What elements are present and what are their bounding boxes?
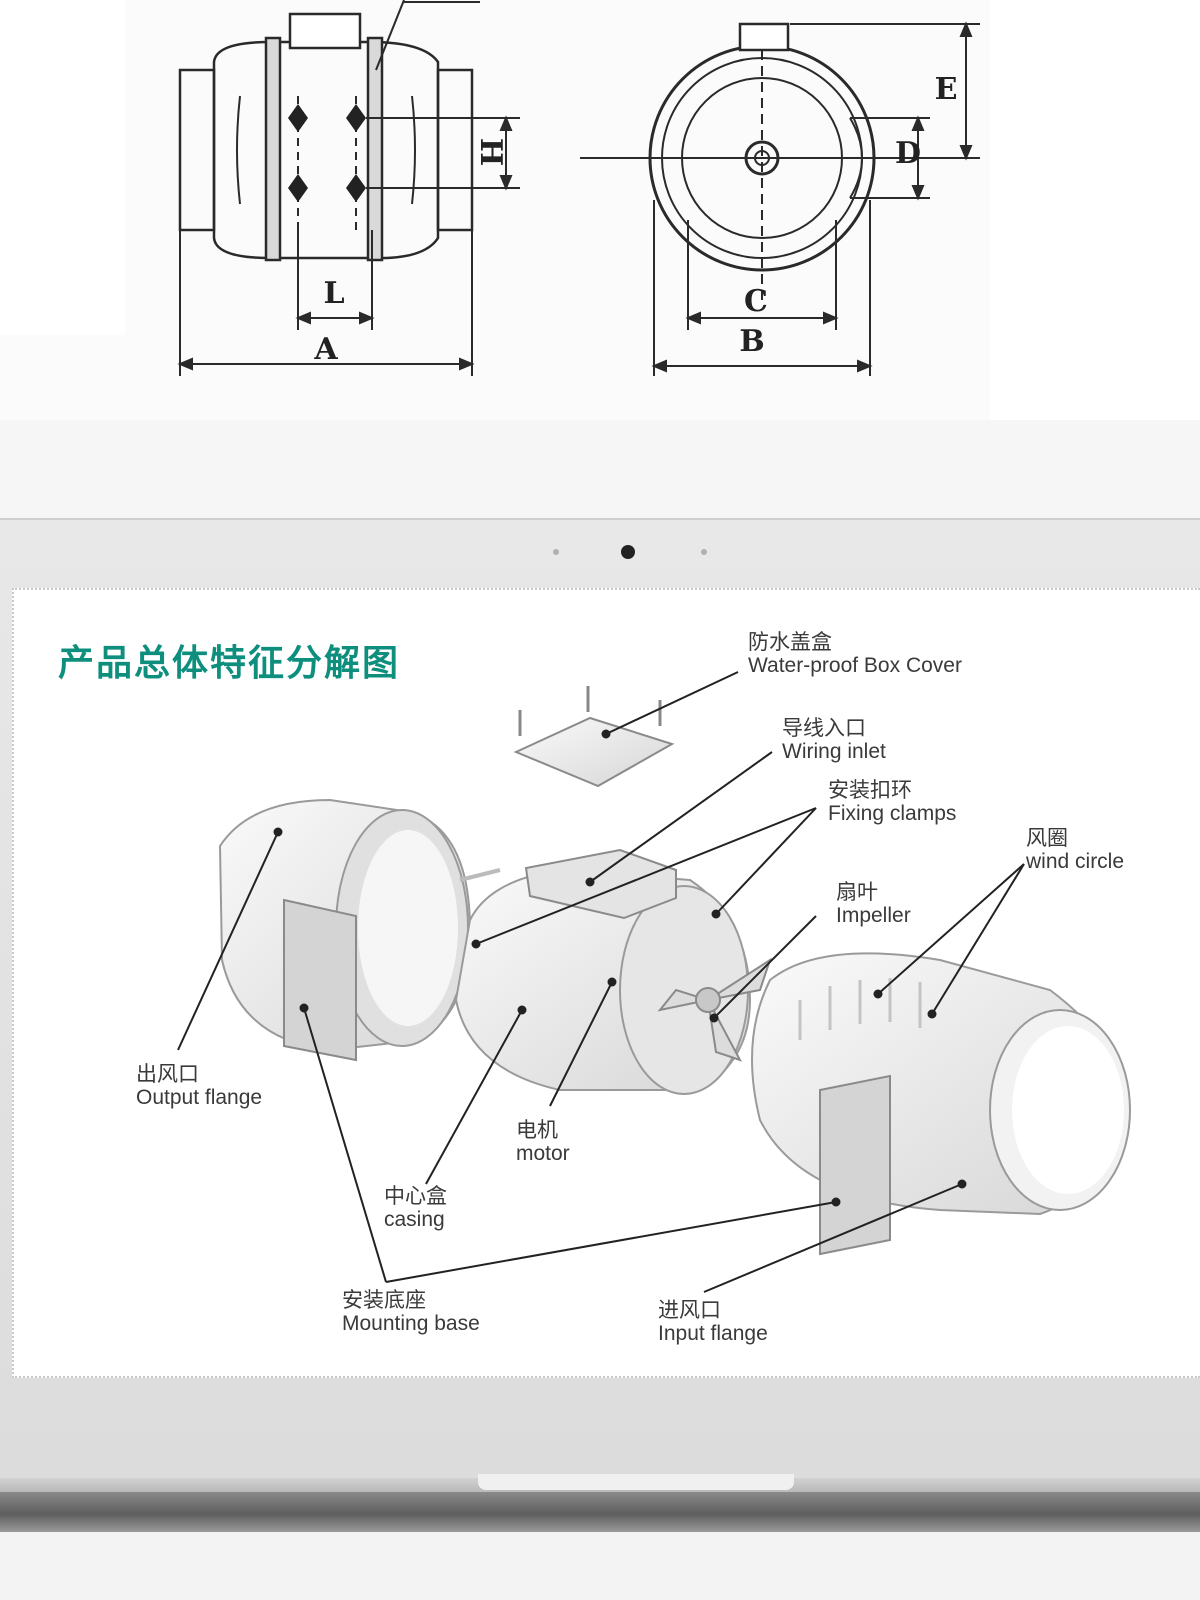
callout-wind-circle-en: wind circle <box>1026 850 1125 874</box>
callout-wind-circle: 风圈 wind circle <box>1026 826 1124 874</box>
callout-input-flange-en: Input flange <box>658 1322 768 1346</box>
dimension-label-l: L <box>323 276 345 311</box>
callout-mounting-base-zh: 安装底座 <box>342 1288 426 1312</box>
exploded-view-title: 产品总体特征分解图 <box>58 643 401 684</box>
callout-motor-en: motor <box>516 1142 570 1166</box>
callout-casing-zh: 中心盒 <box>384 1184 447 1208</box>
webcam-icon <box>621 545 635 559</box>
input-section-part <box>751 952 1131 1256</box>
callout-wind-circle-zh: 风圈 <box>1026 826 1068 850</box>
callout-impeller-en: Impeller <box>836 904 911 928</box>
callout-wiring-inlet-zh: 导线入口 <box>782 716 866 740</box>
laptop-notch <box>478 1474 794 1490</box>
callout-fixing-clamps: 安装扣环 Fixing clamps <box>828 778 956 826</box>
callout-output-flange: 出风口 Output flange <box>136 1062 262 1110</box>
callout-wiring-inlet: 导线入口 Wiring inlet <box>782 716 886 764</box>
callout-input-flange: 进风口 Input flange <box>658 1298 768 1346</box>
callout-impeller: 扇叶 Impeller <box>836 880 911 928</box>
callout-box-cover-en: Water-proof Box Cover <box>748 654 962 678</box>
laptop-base <box>0 1492 1200 1532</box>
dimension-label-b: B <box>739 324 765 359</box>
callout-mounting-base: 安装底座 Mounting base <box>342 1288 480 1336</box>
mounting-holes <box>288 104 366 202</box>
output-flange-part <box>218 798 501 1062</box>
surface-below <box>0 1532 1200 1600</box>
dimension-label-d: D <box>894 136 922 171</box>
bezel-sensor-left <box>553 549 559 555</box>
box-cover-part <box>513 686 675 788</box>
callout-box-cover: 防水盖盒 Water-proof Box Cover <box>748 630 962 678</box>
callout-motor-zh: 电机 <box>516 1118 558 1142</box>
callout-mounting-base-en: Mounting base <box>342 1312 480 1336</box>
callout-output-flange-en: Output flange <box>136 1086 263 1110</box>
callout-leader-lines <box>177 671 1025 1293</box>
callout-impeller-zh: 扇叶 <box>836 880 878 904</box>
callout-casing-en: casing <box>384 1208 445 1232</box>
impeller-part <box>657 957 772 1062</box>
callout-fixing-clamps-zh: 安装扣环 <box>828 778 912 802</box>
callout-fixing-clamps-en: Fixing clamps <box>828 802 957 826</box>
side-view <box>178 0 480 262</box>
casing-part <box>454 848 752 1095</box>
dimension-label-c: C <box>744 284 768 319</box>
dimension-label-e: E <box>934 72 958 107</box>
front-view <box>580 22 880 300</box>
callout-wiring-inlet-en: Wiring inlet <box>782 740 886 764</box>
callout-output-flange-zh: 出风口 <box>136 1062 199 1086</box>
callout-input-flange-zh: 进风口 <box>658 1298 721 1322</box>
dimension-drawing <box>0 0 1200 420</box>
callout-motor: 电机 motor <box>516 1118 570 1166</box>
callout-box-cover-zh: 防水盖盒 <box>748 630 832 654</box>
dimension-label-a: A <box>314 332 338 367</box>
bezel-sensor-right <box>701 549 707 555</box>
callout-casing: 中心盒 casing <box>384 1184 447 1232</box>
